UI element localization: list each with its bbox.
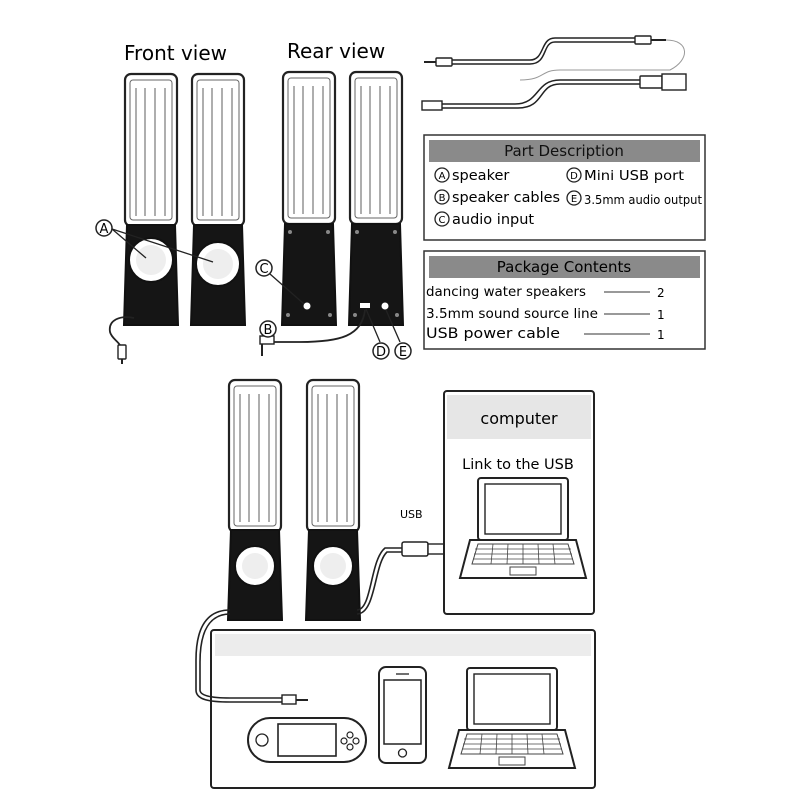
- front-audio-cable: [108, 316, 135, 364]
- svg-text:speaker cables: speaker cables: [452, 190, 560, 206]
- rear-speaker-left: [280, 70, 338, 326]
- smartphone-icon: [378, 666, 427, 764]
- package-item-usb-cable: USB power cable 1: [426, 326, 665, 342]
- svg-text:A: A: [439, 171, 446, 182]
- callout-b: B: [259, 320, 277, 338]
- callout-e: E: [385, 309, 412, 360]
- bottom-speaker-right: [304, 378, 362, 621]
- svg-text:B: B: [264, 323, 273, 338]
- part-description-title: Part Description: [504, 142, 624, 160]
- rear-speaker-right: [347, 70, 405, 326]
- svg-text:C: C: [259, 262, 268, 277]
- front-view-label: Front view: [124, 41, 227, 65]
- svg-text:Mini USB port: Mini USB port: [584, 169, 684, 184]
- svg-text:1: 1: [657, 328, 665, 342]
- mini-usb-port-icon: [360, 303, 370, 308]
- computer-subtitle: Link to the USB: [462, 457, 574, 473]
- audio-input-jack-icon: [303, 302, 311, 310]
- svg-text:C: C: [439, 215, 446, 226]
- svg-text:speaker: speaker: [452, 168, 509, 184]
- svg-text:3.5mm sound source line: 3.5mm sound source line: [426, 306, 598, 322]
- part-item-e: E 3.5mm audio output: [566, 190, 702, 207]
- usb-plug-icon: [639, 75, 663, 89]
- package-contents-title: Package Contents: [497, 258, 632, 276]
- callout-d: D: [365, 308, 390, 360]
- usb-cable-illustration: [421, 73, 687, 111]
- svg-text:USB power cable: USB power cable: [426, 326, 560, 342]
- usb-plug-icon: [401, 541, 429, 557]
- callout-c: C: [255, 259, 305, 305]
- audio-output-jack-icon: [381, 302, 389, 310]
- svg-text:D: D: [376, 345, 386, 360]
- svg-text:1: 1: [657, 308, 665, 322]
- computer-title: computer: [480, 409, 558, 428]
- mini-usb-plug-icon: [421, 100, 443, 111]
- svg-text:audio input: audio input: [452, 212, 534, 228]
- bottom-speaker-left: [226, 378, 284, 621]
- laptop-icon: [448, 667, 576, 769]
- part-item-b: B speaker cables: [434, 189, 560, 206]
- usb-label: USB: [400, 508, 423, 521]
- audio-cable-illustration: [424, 35, 685, 81]
- part-description-panel: Part Description A speaker B speaker cab…: [423, 134, 706, 241]
- svg-text:E: E: [571, 194, 577, 205]
- package-item-speakers: dancing water speakers 2: [426, 284, 665, 300]
- package-contents-panel: Package Contents dancing water speakers …: [423, 250, 706, 350]
- svg-text:dancing water speakers: dancing water speakers: [426, 284, 586, 300]
- svg-text:2: 2: [657, 286, 665, 300]
- part-item-d: D Mini USB port: [566, 167, 684, 184]
- svg-text:B: B: [439, 193, 446, 204]
- svg-text:A: A: [100, 222, 109, 237]
- svg-text:D: D: [570, 171, 578, 182]
- rear-view-label: Rear view: [287, 39, 385, 63]
- front-speaker-right: [189, 72, 247, 326]
- handheld-console-icon: [247, 717, 367, 763]
- package-item-sound-line: 3.5mm sound source line 1: [426, 306, 665, 322]
- computer-panel: computer Link to the USB: [443, 390, 595, 615]
- part-item-c: C audio input: [434, 211, 534, 228]
- audio-source-panel: [195, 609, 596, 789]
- svg-text:E: E: [399, 345, 407, 360]
- part-item-a: A speaker: [434, 167, 509, 184]
- usb-connection: USB: [356, 508, 451, 615]
- callout-a: A: [95, 219, 214, 263]
- front-speaker-left: [122, 72, 180, 326]
- svg-text:3.5mm audio output: 3.5mm audio output: [584, 193, 702, 207]
- laptop-icon: [459, 477, 587, 579]
